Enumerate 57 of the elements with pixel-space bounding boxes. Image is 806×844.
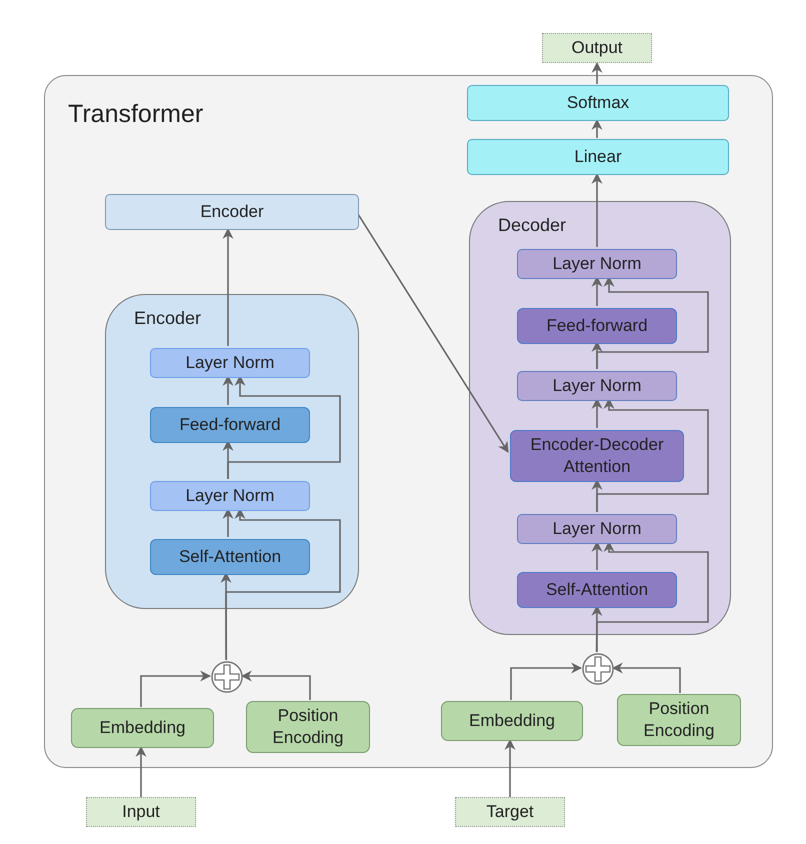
process-box — [441, 701, 583, 741]
box-label: Linear — [574, 146, 622, 168]
arrow — [592, 172, 602, 247]
process-box — [150, 407, 310, 443]
box-label: Layer Norm — [186, 352, 274, 374]
process-box — [517, 514, 677, 544]
box-label: Self-Attention — [178, 546, 282, 568]
arrow — [136, 746, 146, 797]
group-title: Decoder — [498, 214, 566, 237]
container-panel — [44, 75, 773, 768]
process-box — [246, 701, 370, 753]
arrow — [504, 738, 516, 797]
io-box — [86, 797, 196, 827]
process-box — [517, 572, 677, 608]
box-label: Input — [122, 800, 160, 823]
box-label: Embedding — [99, 716, 186, 739]
process-box — [517, 308, 677, 344]
process-box — [467, 85, 729, 121]
group-title: Transformer — [68, 99, 204, 130]
arrow — [357, 214, 509, 453]
group-title: Encoder — [134, 307, 202, 330]
box-label: Feed-forward — [546, 314, 648, 337]
io-box — [542, 33, 652, 63]
process-box — [510, 430, 684, 482]
process-box — [105, 194, 359, 230]
box-label: Output — [571, 36, 623, 59]
box-label: Self-Attention — [546, 578, 648, 601]
io-box — [455, 797, 565, 827]
arrow — [592, 62, 602, 84]
process-box — [517, 371, 677, 401]
box-label: Encoder — [200, 200, 264, 223]
box-label: Target — [486, 800, 534, 823]
box-label: Position Encoding — [642, 698, 716, 742]
arrow — [592, 118, 602, 138]
box-label: Layer Norm — [552, 374, 642, 397]
group-panel — [469, 201, 731, 635]
box-label: Layer Norm — [552, 252, 642, 275]
process-box — [150, 539, 310, 575]
group-panel — [105, 294, 359, 609]
arrow — [140, 670, 212, 707]
process-box — [150, 348, 310, 378]
arrow — [612, 662, 681, 693]
arrow — [510, 662, 582, 700]
process-box — [617, 694, 741, 746]
box-label: Softmax — [566, 92, 630, 114]
box-label: Layer Norm — [552, 518, 642, 540]
box-label: Encoder-Decoder Attention — [529, 434, 665, 478]
box-label: Embedding — [468, 710, 555, 732]
box-label: Position Encoding — [272, 704, 344, 749]
process-box — [467, 139, 729, 175]
arrow — [240, 670, 311, 700]
box-label: Layer Norm — [186, 484, 274, 507]
process-box — [150, 481, 310, 511]
arrow — [222, 228, 234, 346]
process-box — [71, 708, 214, 748]
process-box — [517, 249, 677, 279]
box-label: Feed-forward — [179, 414, 281, 436]
